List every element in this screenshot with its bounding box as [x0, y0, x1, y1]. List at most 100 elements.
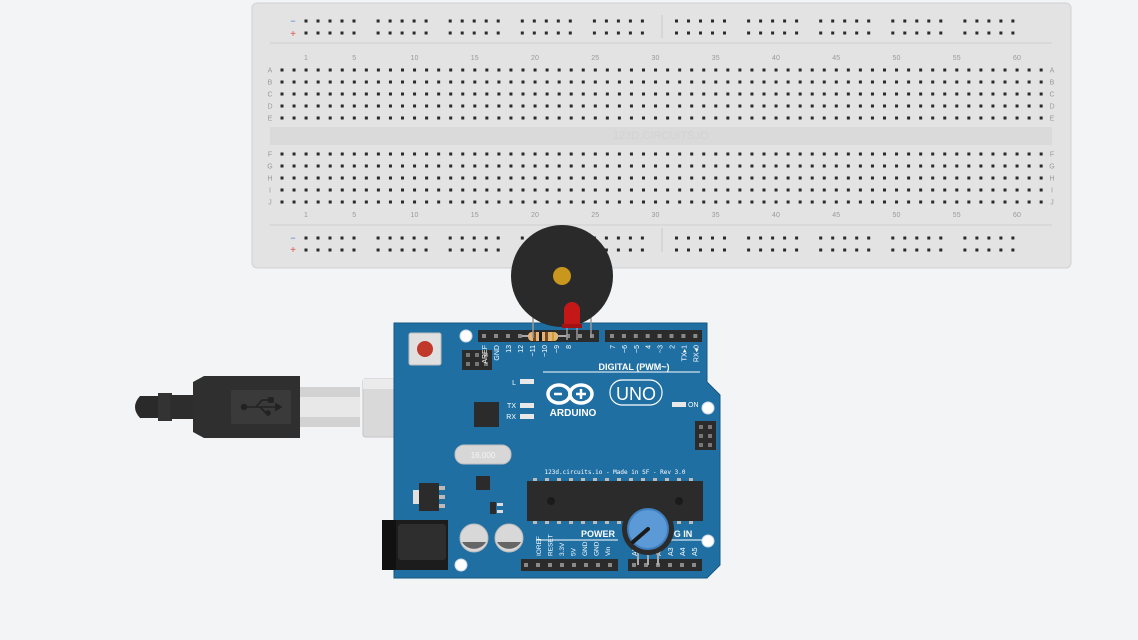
breadboard-hole[interactable]	[352, 104, 356, 108]
breadboard-hole[interactable]	[316, 80, 320, 84]
rail-hole[interactable]	[975, 248, 979, 252]
breadboard-hole[interactable]	[810, 200, 814, 204]
breadboard-hole[interactable]	[666, 188, 670, 192]
breadboard-hole[interactable]	[991, 116, 995, 120]
breadboard-hole[interactable]	[654, 200, 658, 204]
breadboard-hole[interactable]	[666, 152, 670, 156]
breadboard-hole[interactable]	[967, 152, 971, 156]
breadboard-hole[interactable]	[931, 176, 935, 180]
breadboard-hole[interactable]	[1003, 200, 1007, 204]
header-pin[interactable]	[482, 334, 486, 338]
breadboard-hole[interactable]	[979, 188, 983, 192]
breadboard-hole[interactable]	[533, 152, 537, 156]
breadboard-hole[interactable]	[642, 200, 645, 204]
breadboard-hole[interactable]	[497, 188, 501, 192]
breadboard-hole[interactable]	[798, 92, 802, 96]
breadboard-hole[interactable]	[509, 152, 513, 156]
breadboard-hole[interactable]	[413, 104, 417, 108]
breadboard-hole[interactable]	[316, 164, 320, 168]
breadboard-hole[interactable]	[521, 116, 525, 120]
breadboard-hole[interactable]	[870, 68, 874, 72]
breadboard-hole[interactable]	[292, 116, 296, 120]
rail-hole[interactable]	[723, 236, 726, 240]
breadboard-hole[interactable]	[846, 92, 850, 96]
rail-hole[interactable]	[640, 236, 644, 240]
resistor[interactable]	[522, 332, 566, 341]
breadboard-hole[interactable]	[328, 176, 332, 180]
rail-hole[interactable]	[340, 31, 344, 35]
breadboard-hole[interactable]	[316, 188, 320, 192]
breadboard-hole[interactable]	[919, 152, 923, 156]
breadboard-hole[interactable]	[967, 92, 971, 96]
breadboard-hole[interactable]	[473, 92, 477, 96]
breadboard-hole[interactable]	[967, 176, 971, 180]
breadboard-hole[interactable]	[979, 152, 983, 156]
rail-hole[interactable]	[412, 19, 416, 23]
rail-hole[interactable]	[520, 31, 524, 35]
breadboard-hole[interactable]	[846, 164, 850, 168]
header-pin[interactable]	[494, 334, 498, 338]
breadboard-hole[interactable]	[798, 164, 802, 168]
breadboard-hole[interactable]	[328, 200, 332, 204]
breadboard-hole[interactable]	[557, 104, 561, 108]
rail-hole[interactable]	[1011, 236, 1015, 240]
breadboard-hole[interactable]	[376, 92, 380, 96]
rail-hole[interactable]	[424, 19, 428, 23]
breadboard-hole[interactable]	[642, 164, 645, 168]
breadboard-hole[interactable]	[340, 152, 344, 156]
breadboard-holes[interactable]	[280, 68, 1043, 204]
breadboard-hole[interactable]	[533, 200, 537, 204]
breadboard-hole[interactable]	[666, 164, 670, 168]
breadboard-hole[interactable]	[654, 80, 658, 84]
rail-hole[interactable]	[316, 19, 320, 23]
breadboard-hole[interactable]	[521, 92, 525, 96]
rail-hole[interactable]	[819, 31, 823, 35]
rail-hole[interactable]	[328, 31, 332, 35]
breadboard-hole[interactable]	[304, 80, 308, 84]
breadboard-hole[interactable]	[605, 80, 609, 84]
icsp-header[interactable]	[462, 350, 492, 370]
breadboard-hole[interactable]	[461, 92, 465, 96]
breadboard-hole[interactable]	[690, 152, 694, 156]
header-pin[interactable]	[590, 334, 594, 338]
breadboard-hole[interactable]	[461, 68, 465, 72]
breadboard-hole[interactable]	[316, 176, 320, 180]
breadboard-hole[interactable]	[907, 104, 911, 108]
breadboard-hole[interactable]	[858, 164, 862, 168]
breadboard-hole[interactable]	[762, 152, 766, 156]
breadboard-hole[interactable]	[388, 116, 392, 120]
breadboard-hole[interactable]	[654, 116, 658, 120]
breadboard-hole[interactable]	[810, 92, 814, 96]
breadboard-hole[interactable]	[376, 80, 380, 84]
breadboard-hole[interactable]	[449, 92, 453, 96]
breadboard-hole[interactable]	[834, 92, 838, 96]
breadboard-hole[interactable]	[545, 188, 549, 192]
rail-hole[interactable]	[975, 19, 979, 23]
breadboard-hole[interactable]	[533, 164, 537, 168]
rail-hole[interactable]	[927, 19, 931, 23]
breadboard-hole[interactable]	[654, 152, 658, 156]
breadboard-hole[interactable]	[895, 104, 899, 108]
breadboard-hole[interactable]	[581, 68, 585, 72]
breadboard-hole[interactable]	[738, 68, 742, 72]
rail-hole[interactable]	[484, 19, 488, 23]
breadboard-hole[interactable]	[425, 116, 429, 120]
breadboard-hole[interactable]	[774, 104, 778, 108]
breadboard-hole[interactable]	[666, 116, 670, 120]
rail-hole[interactable]	[496, 19, 500, 23]
breadboard-hole[interactable]	[1003, 176, 1007, 180]
breadboard-hole[interactable]	[726, 68, 730, 72]
breadboard-hole[interactable]	[461, 80, 465, 84]
breadboard-hole[interactable]	[798, 80, 802, 84]
rail-hole[interactable]	[711, 19, 714, 23]
breadboard-hole[interactable]	[557, 80, 561, 84]
breadboard-hole[interactable]	[292, 80, 296, 84]
rail-hole[interactable]	[891, 31, 895, 35]
reset-button[interactable]	[408, 332, 442, 366]
rail-hole[interactable]	[867, 19, 871, 23]
rail-hole[interactable]	[867, 31, 871, 35]
breadboard-hole[interactable]	[907, 200, 911, 204]
breadboard-hole[interactable]	[545, 200, 549, 204]
breadboard-hole[interactable]	[822, 92, 826, 96]
